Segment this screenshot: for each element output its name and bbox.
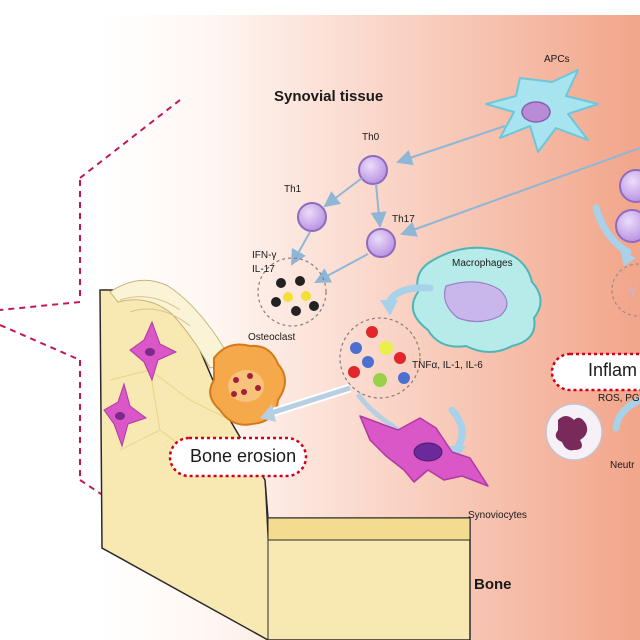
cytokines-label: TNFα, IL-1, IL-6 [412, 360, 483, 371]
th1-cell [297, 202, 327, 232]
th0-cell [358, 155, 388, 185]
th0-label: Th0 [362, 132, 380, 143]
inflammatory-cytokine-dots [348, 326, 410, 387]
inflammation-label: Inflam [588, 360, 638, 380]
curved-arrow-right [592, 204, 632, 256]
synovial-tissue-title: Synovial tissue [274, 88, 384, 105]
bone-resident-cell-2 [103, 382, 148, 448]
synoviocytes-label: Synoviocytes [468, 510, 527, 521]
svg-text:Y: Y [628, 283, 638, 299]
apcs-label: APCs [544, 54, 570, 65]
il17-label: IL-17 [252, 264, 275, 275]
synoviocyte-cell [359, 415, 489, 487]
th17-label: Th17 [392, 214, 415, 225]
osteoclast-cell [209, 343, 286, 426]
neutrophils-label: Neutr [610, 460, 635, 471]
arrow-apc-to-th0 [396, 125, 506, 166]
th1-label: Th1 [284, 184, 302, 195]
bone-resident-cell-1 [129, 320, 178, 382]
antibody-circle [611, 263, 640, 317]
arrow-th0-to-th17 [370, 183, 387, 228]
inflammatory-cytokine-circle [339, 317, 421, 399]
ifn-gamma-label: IFN-γ [252, 250, 277, 261]
th-cytokine-dots [271, 276, 319, 316]
th-cytokine-circle [257, 257, 327, 327]
macrophages-label: Macrophages [452, 258, 513, 269]
ros-label: ROS, PG [598, 393, 640, 404]
zoom-lines [0, 99, 201, 561]
inflammation-highlight [550, 352, 640, 392]
th17-cell [366, 228, 396, 258]
bone-block [99, 279, 471, 640]
arrow-th0-to-th1 [323, 177, 363, 208]
arrow-th17-to-cytokines [314, 253, 369, 283]
arrow-apc-to-th17 [400, 147, 640, 237]
b-cell-2 [615, 209, 640, 243]
osteoclast-label: Osteoclast [248, 332, 296, 343]
bone-erosion-highlight [168, 436, 308, 478]
macrophage-cell [411, 246, 542, 353]
neutrophil-cell [545, 403, 603, 461]
bone-label: Bone [474, 576, 512, 593]
b-cell-1 [619, 169, 640, 203]
arrow-ros-to-neutrophil [612, 396, 640, 432]
bone-erosion-label: Bone erosion [190, 446, 297, 466]
apc-cell [485, 69, 599, 153]
